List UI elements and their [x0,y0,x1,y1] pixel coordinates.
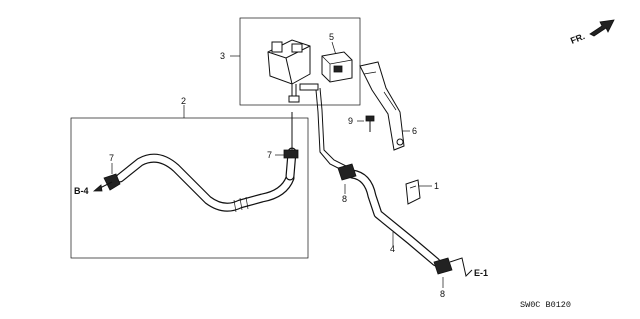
hose-4 [347,169,441,267]
callout-5: 5 [329,32,334,42]
callout-1: 1 [434,181,439,191]
clamp-1 [405,179,421,205]
vacuum-tube-2 [315,89,343,171]
callout-3: 3 [220,51,225,61]
clip-8-upper [337,163,357,181]
callout-7-left: 7 [109,153,114,163]
vacuum-tube [319,87,347,167]
hose-2 [115,112,297,213]
clip-7-center [283,149,299,159]
ref-arrow-e1 [449,257,473,277]
clip-8-lower [433,257,453,275]
connector-block [321,51,353,83]
callout-7-center: 7 [267,150,272,160]
solenoid-valve [267,39,319,103]
callout-9: 9 [348,116,353,126]
ref-label-b4: B-4 [74,186,89,196]
callout-2: 2 [181,96,186,106]
callout-6: 6 [412,126,417,136]
callout-8-upper: 8 [342,194,347,204]
bolt [365,115,375,132]
callout-4: 4 [390,244,395,254]
front-direction-label: FR. [569,31,586,46]
group-box-3 [239,17,361,106]
group-box-2 [70,117,309,259]
ref-label-e1: E-1 [474,268,488,278]
bracket [359,61,405,151]
callout-8-lower: 8 [440,289,445,299]
diagram-code: SW0C B0120 [520,300,571,310]
front-direction-arrow [589,19,615,37]
ref-arrow-b4 [92,181,113,192]
